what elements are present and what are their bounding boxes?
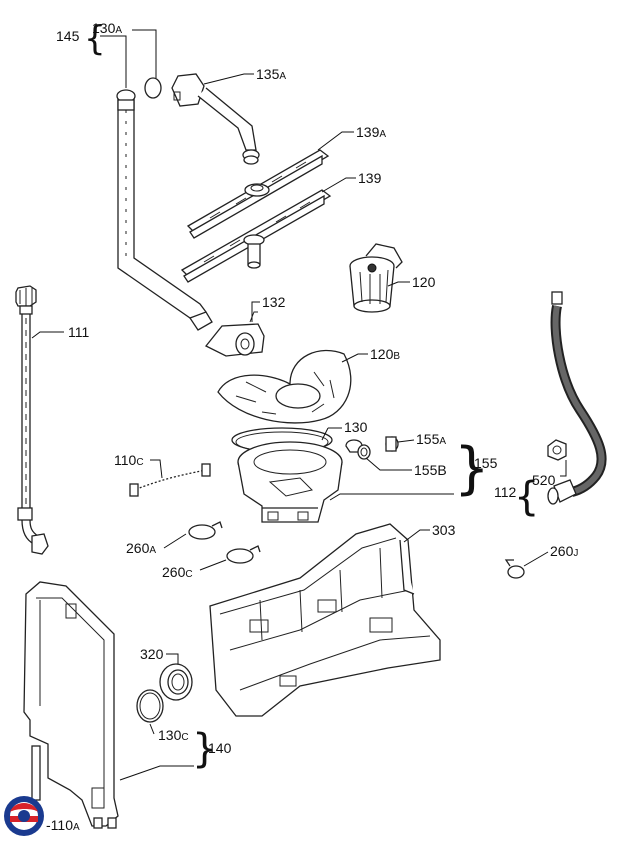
label-110c: 110C bbox=[114, 452, 144, 468]
clamp-260j bbox=[504, 559, 525, 579]
svg-text:}: } bbox=[454, 436, 490, 501]
label-260j: 260J bbox=[550, 543, 578, 559]
label-130c: 130C bbox=[158, 727, 189, 743]
leader-lines bbox=[31, 29, 567, 781]
brace-145: { bbox=[84, 19, 106, 59]
label-260a: 260A bbox=[126, 540, 156, 556]
clamp-260a bbox=[188, 521, 223, 540]
filter-120 bbox=[349, 243, 403, 313]
label-132: 132 bbox=[262, 294, 286, 310]
fitting-155b bbox=[357, 444, 371, 460]
drain-hose-112 bbox=[547, 291, 607, 505]
hose-111 bbox=[15, 285, 49, 555]
upper-tube-135a bbox=[171, 73, 260, 165]
guard-plate-120b bbox=[217, 349, 352, 424]
label-139a: 139A bbox=[356, 124, 386, 140]
svg-text:{: { bbox=[514, 474, 539, 520]
label-140: 140 bbox=[208, 740, 232, 756]
label-260c: 260C bbox=[162, 564, 193, 580]
fitting-155a bbox=[385, 436, 399, 452]
label-520: 520 bbox=[532, 472, 556, 488]
svg-text:{: { bbox=[84, 19, 106, 59]
spray-arm-139 bbox=[180, 189, 332, 283]
label-145: 145 bbox=[56, 28, 80, 44]
clamp-260c bbox=[226, 545, 261, 564]
label-130: 130 bbox=[344, 419, 368, 435]
valve-132 bbox=[204, 311, 265, 357]
tank-140 bbox=[23, 581, 119, 829]
spray-arm-139a bbox=[186, 149, 330, 239]
label-303: 303 bbox=[432, 522, 456, 538]
sump-assembly bbox=[237, 441, 343, 523]
supply-tube-145 bbox=[116, 89, 213, 331]
label-139: 139 bbox=[358, 170, 382, 186]
label-135a: 135A bbox=[256, 66, 286, 82]
brace-155: } bbox=[454, 436, 490, 501]
label-120b: 120B bbox=[370, 346, 400, 362]
gasket-130c bbox=[136, 689, 164, 723]
label-112: 112 bbox=[494, 484, 517, 500]
svg-text:}: } bbox=[192, 726, 217, 772]
company-logo-icon bbox=[4, 796, 44, 836]
label-155a: 155A bbox=[416, 431, 446, 447]
brace-112: { bbox=[514, 474, 539, 520]
label-155: 155 bbox=[474, 455, 498, 471]
o-ring-130a bbox=[144, 77, 162, 99]
label-110a: -110A bbox=[46, 817, 80, 833]
label-120: 120 bbox=[412, 274, 436, 290]
brace-140: } bbox=[192, 726, 217, 772]
seal-320 bbox=[159, 663, 193, 701]
label-320: 320 bbox=[140, 646, 164, 662]
label-155b: 155B bbox=[414, 462, 447, 478]
base-tub-303 bbox=[209, 523, 441, 717]
label-111: 111 bbox=[68, 324, 89, 340]
hose-110c bbox=[129, 463, 211, 497]
nut-520 bbox=[547, 439, 567, 461]
label-130a: 130A bbox=[92, 20, 122, 36]
tube-110a bbox=[31, 745, 41, 801]
